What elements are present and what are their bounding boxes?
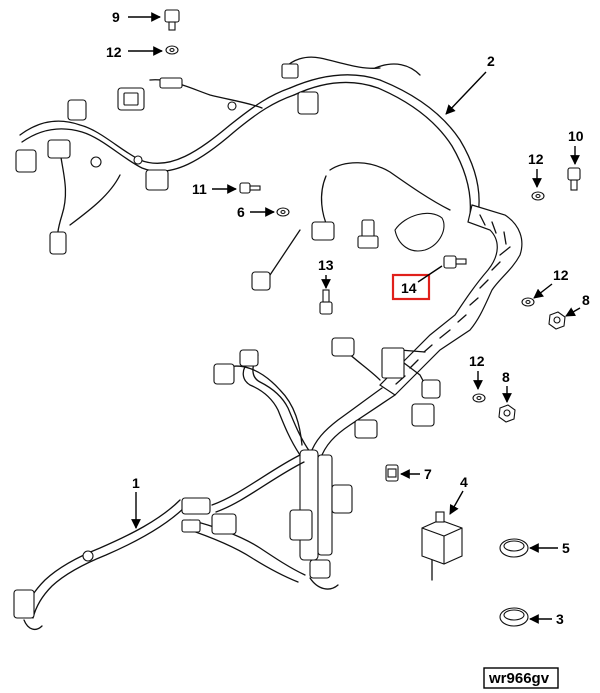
middle-harness-loop bbox=[251, 162, 451, 291]
svg-text:12: 12 bbox=[553, 267, 569, 283]
part-6-washer bbox=[276, 207, 290, 217]
part-3-grommet bbox=[499, 607, 529, 627]
callout-8-a: 8 bbox=[565, 292, 590, 317]
svg-text:5: 5 bbox=[562, 540, 570, 556]
callout-9: 9 bbox=[112, 9, 161, 25]
callout-12-right-b: 12 bbox=[533, 267, 569, 299]
callout-10: 10 bbox=[568, 128, 584, 165]
svg-text:8: 8 bbox=[582, 292, 590, 308]
part-5-grommet bbox=[499, 538, 529, 558]
callout-2: 2 bbox=[445, 53, 495, 115]
part-4-relay bbox=[421, 511, 463, 581]
part-9-bolt bbox=[164, 9, 180, 31]
part-12-washer-mid bbox=[472, 393, 486, 403]
callout-5: 5 bbox=[529, 540, 570, 556]
callout-3: 3 bbox=[529, 611, 564, 627]
part-11-stud bbox=[239, 182, 261, 194]
svg-text:4: 4 bbox=[460, 474, 468, 490]
part-8-nut-b bbox=[498, 404, 516, 423]
upper-harness-branch bbox=[15, 56, 480, 255]
svg-text:13: 13 bbox=[318, 257, 334, 273]
main-harness-trunk bbox=[309, 204, 523, 461]
part-12-washer-right-a bbox=[531, 191, 545, 201]
svg-text:12: 12 bbox=[469, 353, 485, 369]
part-12-washer-top bbox=[165, 45, 179, 55]
svg-text:3: 3 bbox=[556, 611, 564, 627]
callout-14: 14 bbox=[391, 265, 443, 301]
part-12-washer-right-b bbox=[521, 297, 535, 307]
callout-6: 6 bbox=[237, 204, 275, 220]
svg-text:6: 6 bbox=[237, 204, 245, 220]
callout-13: 13 bbox=[318, 257, 334, 289]
callout-12-right-a: 12 bbox=[528, 151, 544, 188]
callout-1: 1 bbox=[131, 475, 141, 529]
callout-12-mid: 12 bbox=[469, 353, 485, 390]
callout-4: 4 bbox=[449, 474, 468, 515]
part-14-stud bbox=[443, 255, 467, 269]
lower-harness-branch bbox=[211, 349, 353, 590]
callout-14-highlight bbox=[391, 273, 431, 301]
svg-text:8: 8 bbox=[502, 369, 510, 385]
svg-text:11: 11 bbox=[192, 181, 207, 197]
callout-7: 7 bbox=[400, 466, 432, 482]
figure-code-label: wr966gv bbox=[483, 667, 559, 689]
svg-text:1: 1 bbox=[132, 475, 140, 491]
svg-text:12: 12 bbox=[106, 44, 122, 60]
part-7-clip bbox=[385, 464, 399, 482]
part-8-nut-a bbox=[548, 311, 566, 330]
part-13-bolt bbox=[319, 289, 333, 315]
harness-1 bbox=[13, 497, 306, 631]
svg-text:wr966gv: wr966gv bbox=[488, 670, 550, 687]
callout-12-top: 12 bbox=[106, 44, 163, 60]
callout-8-b: 8 bbox=[502, 369, 512, 403]
part-10-bolt bbox=[567, 167, 581, 191]
svg-text:7: 7 bbox=[424, 466, 432, 482]
callout-11: 11 bbox=[192, 181, 237, 197]
svg-text:14: 14 bbox=[401, 280, 417, 296]
svg-text:10: 10 bbox=[568, 128, 584, 144]
svg-text:9: 9 bbox=[112, 9, 120, 25]
svg-text:12: 12 bbox=[528, 151, 544, 167]
svg-text:2: 2 bbox=[487, 53, 495, 69]
